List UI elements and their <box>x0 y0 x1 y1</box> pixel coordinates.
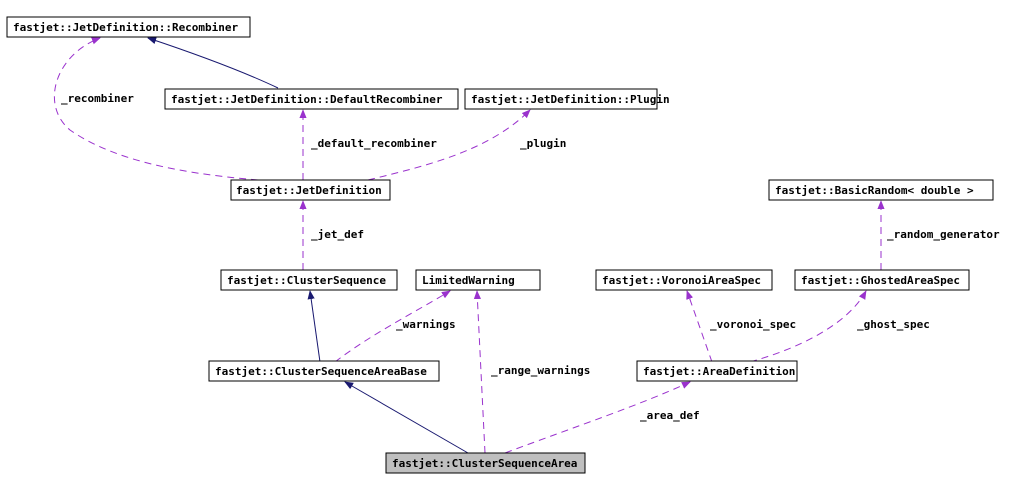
node-limited-warning-label: LimitedWarning <box>422 274 515 287</box>
node-area-definition[interactable]: fastjet::AreaDefinition <box>636 360 798 382</box>
edge-member-area-def <box>504 381 691 454</box>
edge-label-ghost-spec: _ghost_spec <box>857 318 930 331</box>
node-limited-warning[interactable]: LimitedWarning <box>415 269 541 291</box>
node-cluster-sequence-area-base[interactable]: fastjet::ClusterSequenceAreaBase <box>208 360 440 382</box>
node-ghosted-area-spec-label: fastjet::GhostedAreaSpec <box>801 274 960 287</box>
node-default-recombiner[interactable]: fastjet::JetDefinition::DefaultRecombine… <box>164 88 459 110</box>
node-cluster-sequence-area[interactable]: fastjet::ClusterSequenceArea <box>385 452 586 474</box>
node-ghosted-area-spec[interactable]: fastjet::GhostedAreaSpec <box>794 269 970 291</box>
edge-label-jet-def: _jet_def <box>311 228 364 241</box>
edge-inherit-area-areabase <box>344 381 469 454</box>
node-cluster-sequence-area-label: fastjet::ClusterSequenceArea <box>392 457 577 470</box>
node-voronoi-area-spec-label: fastjet::VoronoiAreaSpec <box>602 274 761 287</box>
edge-label-range-warnings: _range_warnings <box>491 364 590 377</box>
edge-label-random-generator: _random_generator <box>887 228 1000 241</box>
edge-label-voronoi-spec: _voronoi_spec <box>710 318 796 331</box>
edge-label-plugin: _plugin <box>520 137 566 150</box>
node-jet-definition-label: fastjet::JetDefinition <box>236 184 382 197</box>
edge-label-recombiner: _recombiner <box>61 92 134 105</box>
node-voronoi-area-spec[interactable]: fastjet::VoronoiAreaSpec <box>595 269 773 291</box>
node-basic-random-label: fastjet::BasicRandom< double > <box>775 184 974 197</box>
edge-member-warnings <box>334 290 451 363</box>
node-default-recombiner-label: fastjet::JetDefinition::DefaultRecombine… <box>171 93 443 106</box>
edge-member-voronoi-spec <box>686 290 713 363</box>
node-cluster-sequence[interactable]: fastjet::ClusterSequence <box>220 269 398 291</box>
node-basic-random[interactable]: fastjet::BasicRandom< double > <box>768 179 994 201</box>
node-cluster-sequence-label: fastjet::ClusterSequence <box>227 274 386 287</box>
edge-inherit-areabase-clustersequence <box>307 290 321 363</box>
node-plugin-label: fastjet::JetDefinition::Plugin <box>471 93 670 106</box>
edge-label-area-def: _area_def <box>640 409 700 422</box>
node-recombiner-label: fastjet::JetDefinition::Recombiner <box>13 21 239 34</box>
edge-member-plugin <box>367 109 531 181</box>
node-recombiner[interactable]: fastjet::JetDefinition::Recombiner <box>6 16 251 38</box>
node-jet-definition[interactable]: fastjet::JetDefinition <box>230 179 391 201</box>
node-plugin[interactable]: fastjet::JetDefinition::Plugin <box>464 88 670 110</box>
edge-inherit-defaultrecombiner-recombiner <box>147 37 279 89</box>
edge-label-warnings: _warnings <box>396 318 456 331</box>
edge-label-default-recombiner: _default_recombiner <box>311 137 437 150</box>
edge-member-recombiner <box>53 37 259 181</box>
node-area-definition-label: fastjet::AreaDefinition <box>643 365 795 378</box>
node-cluster-sequence-area-base-label: fastjet::ClusterSequenceAreaBase <box>215 365 427 378</box>
edge-member-range-warnings <box>473 290 486 454</box>
